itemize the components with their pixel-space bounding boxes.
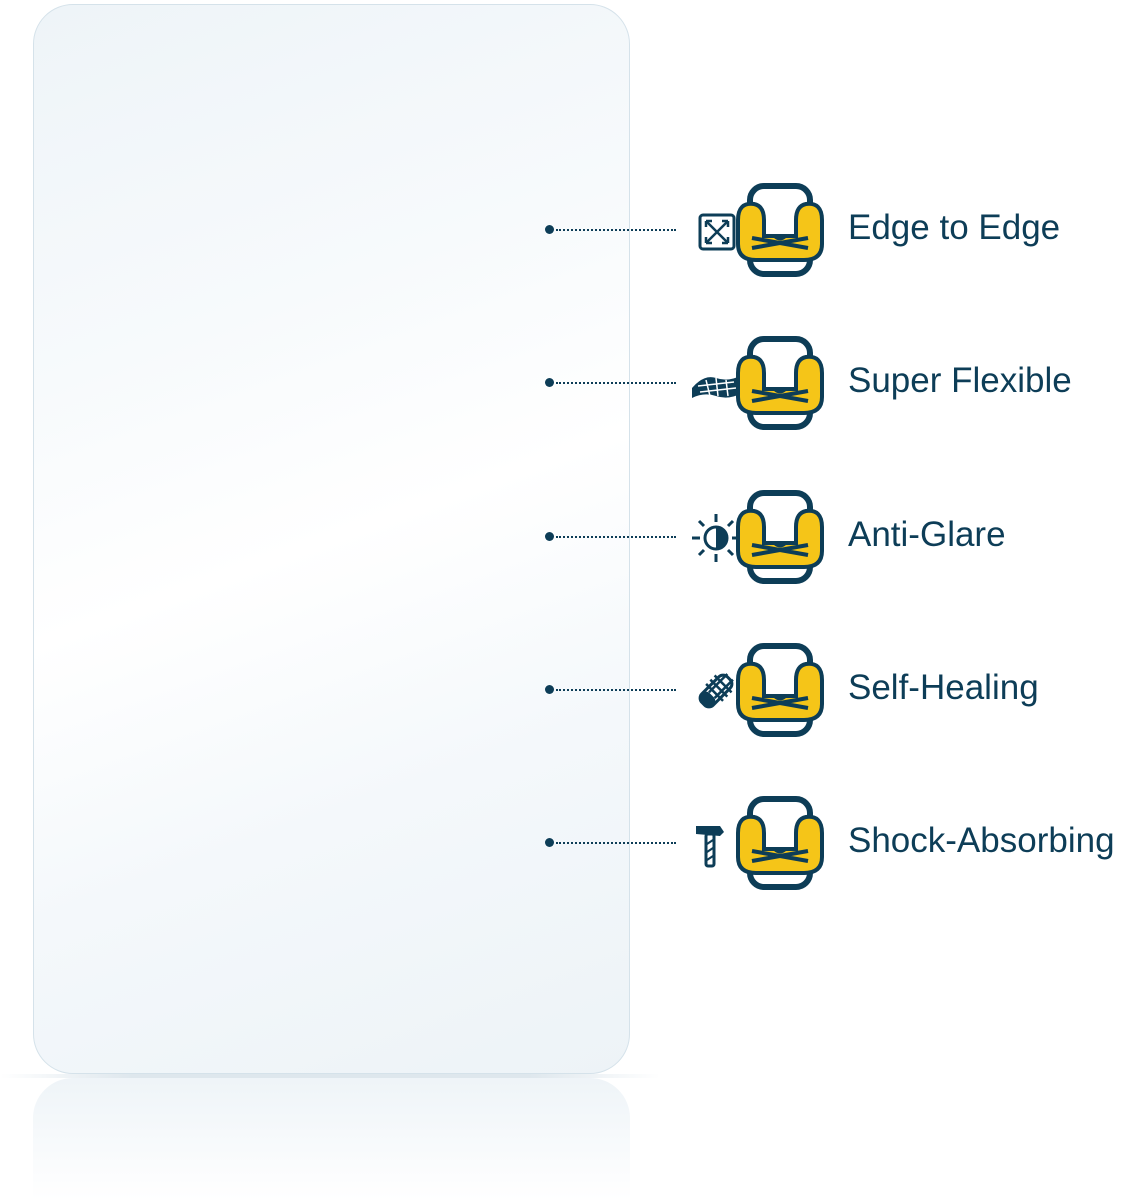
pointer-dot xyxy=(545,378,554,387)
feature-shock-absorbing: Shock-Absorbing xyxy=(540,793,1136,893)
film-shadow xyxy=(0,1074,660,1078)
pointer-dot xyxy=(545,685,554,694)
film-reflection xyxy=(33,1078,630,1200)
anti-glare-icon xyxy=(692,514,740,562)
feature-label: Edge to Edge xyxy=(848,208,1061,247)
screen-protector-film xyxy=(33,4,630,1074)
feature-anti-glare: Anti-Glare xyxy=(540,487,1136,587)
feature-label: Self-Healing xyxy=(848,668,1039,707)
feature-label: Shock-Absorbing xyxy=(848,821,1115,860)
pointer-dot xyxy=(545,838,554,847)
pointer-line xyxy=(556,842,676,844)
mascot-icon xyxy=(730,793,830,893)
pointer-dot xyxy=(545,225,554,234)
mascot-icon xyxy=(730,640,830,740)
feature-edge-to-edge: Edge to Edge xyxy=(540,180,1136,280)
mascot-icon xyxy=(730,180,830,280)
edge-to-edge-icon xyxy=(698,213,736,251)
feature-super-flexible: Super Flexible xyxy=(540,333,1136,433)
pointer-line xyxy=(556,382,676,384)
self-healing-icon xyxy=(698,673,734,709)
pointer-line xyxy=(556,689,676,691)
flexible-icon xyxy=(692,376,740,398)
feature-self-healing: Self-Healing xyxy=(540,640,1136,740)
pointer-line xyxy=(556,536,676,538)
feature-label: Anti-Glare xyxy=(848,515,1006,554)
mascot-icon xyxy=(730,333,830,433)
shock-absorbing-icon xyxy=(696,826,724,868)
feature-label: Super Flexible xyxy=(848,361,1072,400)
pointer-dot xyxy=(545,532,554,541)
mascot-icon xyxy=(730,487,830,587)
pointer-line xyxy=(556,229,676,231)
